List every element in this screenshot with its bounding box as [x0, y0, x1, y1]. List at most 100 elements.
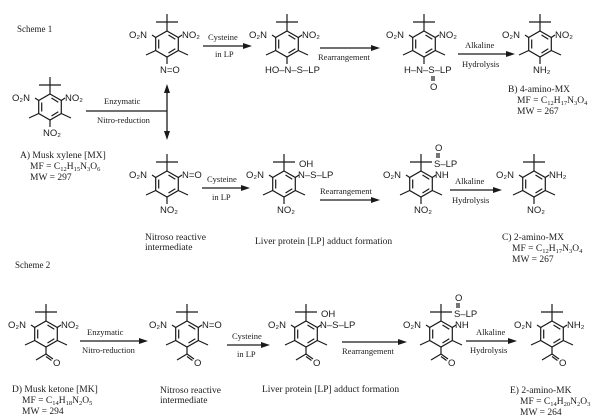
molecular-formula: MF = C14H20N2O3: [520, 397, 590, 408]
molecule-hydroxylamine-adduct-ortho: O₂N N–S–LP OH NO₂: [246, 153, 333, 216]
sulfinyl-lp-group: S–LP: [434, 159, 457, 170]
compound-name: E) 2-amino-MK: [510, 385, 572, 396]
formula-element: N: [570, 397, 577, 407]
no2-group: NO₂: [439, 30, 457, 41]
ketone-oxygen: O: [448, 358, 455, 369]
no2-group: NO₂: [43, 128, 61, 139]
scheme-1-title: Scheme 1: [17, 24, 52, 34]
label-musk-ketone: D) Musk ketone [MK] MF = C14H18N2O5 MW =…: [12, 384, 98, 417]
reaction-arrow-cysteine: Cysteine in LP: [227, 331, 270, 359]
formula-subscript: 14: [52, 400, 59, 407]
caption-line: intermediate: [145, 243, 192, 253]
step-label: Cysteine: [232, 331, 262, 341]
step-label: Enzymatic: [87, 327, 124, 337]
formula-subscript: 18: [66, 400, 73, 407]
amino-group: NH₂: [533, 65, 551, 76]
formula-subscript: 2: [577, 401, 580, 408]
molecule-sulfinamide-adduct-mk: O₂N NH S–LP O O: [403, 293, 477, 369]
molecule-sulfinamide-adduct-para: O₂N NO₂ H–N–S–LP O: [386, 13, 457, 93]
reaction-arrow-rearrangement: Rearrangement: [342, 339, 407, 356]
sulfenamide-group: N–S–LP: [320, 320, 355, 331]
hydroxyl-group: OH: [299, 159, 313, 170]
formula-subscript: 12: [542, 248, 549, 255]
molecule-2-amino-mk: O₂N NH₂ O: [514, 303, 585, 369]
formula-subscript: 12: [60, 166, 67, 173]
reaction-arrow-rearrangement: Rearrangement: [320, 186, 380, 203]
sulfinamide-group: H–N–S–LP: [404, 65, 452, 76]
step-label: Hydrolysis: [452, 195, 489, 205]
molecular-formula: MF = C12H17N3O4: [517, 96, 588, 107]
molecule-musk-ketone: O₂N NO₂ O: [8, 303, 79, 369]
amino-group: NH₂: [549, 170, 567, 181]
o2n-group: O₂N: [8, 320, 26, 331]
label-musk-xylene: A) Musk xylene [MX] MF = C12H15N3O6 MW =…: [20, 150, 106, 183]
formula-element: H: [554, 96, 561, 106]
formula-subscript: 15: [74, 166, 81, 173]
formula-element: H: [549, 244, 556, 254]
formula-element: N: [567, 96, 574, 106]
ketone-oxygen: O: [313, 358, 320, 369]
caption-nitroso-intermediate: Nitroso reactive intermediate: [160, 386, 221, 406]
molecule-nitroso-para: O₂N NO₂ N=O: [129, 13, 200, 76]
formula-element: N: [80, 162, 87, 172]
formula-element: H: [59, 396, 66, 406]
sulfenamide-group: N–S–LP: [298, 170, 333, 181]
formula-element: O: [577, 96, 584, 106]
formula-element: N: [562, 244, 569, 254]
formula-subscript: 3: [87, 166, 90, 173]
compound-name: B) 4-amino-MX: [508, 84, 570, 95]
reaction-arrow-alkaline: Alkaline Hydrolysis: [458, 40, 515, 69]
nitroso-group: N=O: [160, 65, 180, 76]
hydroxyl-group: OH: [321, 309, 335, 320]
o2n-group: O₂N: [246, 170, 264, 181]
formula-subscript: 6: [97, 166, 101, 173]
step-label: Alkaline: [465, 40, 494, 50]
sulfinyl-lp-group: S–LP: [454, 309, 477, 320]
label-4-amino-mx: B) 4-amino-MX MF = C12H17N3O4 MW = 267: [508, 84, 588, 117]
step-label: Rearrangement: [318, 52, 371, 62]
step-label: Nitro-reduction: [97, 115, 151, 125]
formula-subscript: 20: [564, 401, 571, 408]
step-label: in LP: [215, 49, 234, 59]
step-label: Hydrolysis: [462, 59, 499, 69]
reaction-arrow-alkaline: Alkaline Hydrolysis: [466, 327, 517, 355]
step-label: in LP: [237, 349, 256, 359]
ketone-oxygen: O: [559, 358, 566, 369]
step-label: Enzymatic: [104, 96, 141, 106]
no2-group: NO₂: [555, 30, 573, 41]
formula-prefix: MF = C: [30, 162, 60, 172]
step-label: Cysteine: [208, 32, 238, 42]
compound-name: C) 2-amino-MX: [502, 232, 564, 243]
formula-prefix: MF = C: [512, 244, 542, 254]
no2-group: NO₂: [414, 205, 432, 216]
caption-line: intermediate: [160, 396, 207, 406]
label-2-amino-mx: C) 2-amino-MX MF = C12H17N3O4 MW = 267: [502, 232, 583, 265]
formula-subscript: 4: [579, 248, 583, 255]
molecular-weight: MW = 264: [520, 408, 562, 418]
molecule-musk-xylene: O₂N NO₂ NO₂: [12, 76, 83, 139]
nh-group: NH: [455, 320, 469, 331]
oxygen-atom: O: [455, 293, 462, 304]
molecule-nitroso-ortho: O₂N N=O NO₂: [129, 153, 202, 216]
ketone-oxygen: O: [53, 358, 60, 369]
step-label: Rearrangement: [320, 186, 373, 196]
molecular-weight: MW = 267: [512, 255, 554, 265]
no2-group: NO₂: [182, 30, 200, 41]
formula-subscript: 4: [584, 100, 588, 107]
formula-subscript: 2: [79, 400, 82, 407]
step-label: in LP: [212, 192, 231, 202]
formula-element: O: [82, 396, 89, 406]
no2-group: NO₂: [302, 30, 320, 41]
nh-group: NH: [435, 170, 449, 181]
formula-element: O: [580, 397, 587, 407]
formula-element: N: [72, 396, 79, 406]
formula-element: O: [90, 162, 97, 172]
molecule-4-amino-mx: O₂N NO₂ NH₂: [502, 13, 573, 76]
molecular-formula: MF = C12H15N3O6: [30, 162, 101, 173]
reaction-arrow-rearrangement: Rearrangement: [318, 45, 380, 62]
caption-nitroso-intermediate: Nitroso reactive intermediate: [145, 233, 206, 253]
molecule-hydroxylamine-adduct-mk: O₂N N–S–LP OH O: [268, 303, 355, 369]
oxygen-atom: O: [430, 82, 437, 93]
formula-subscript: 5: [89, 400, 92, 407]
reaction-arrow-alkaline: Alkaline Hydrolysis: [450, 176, 502, 205]
